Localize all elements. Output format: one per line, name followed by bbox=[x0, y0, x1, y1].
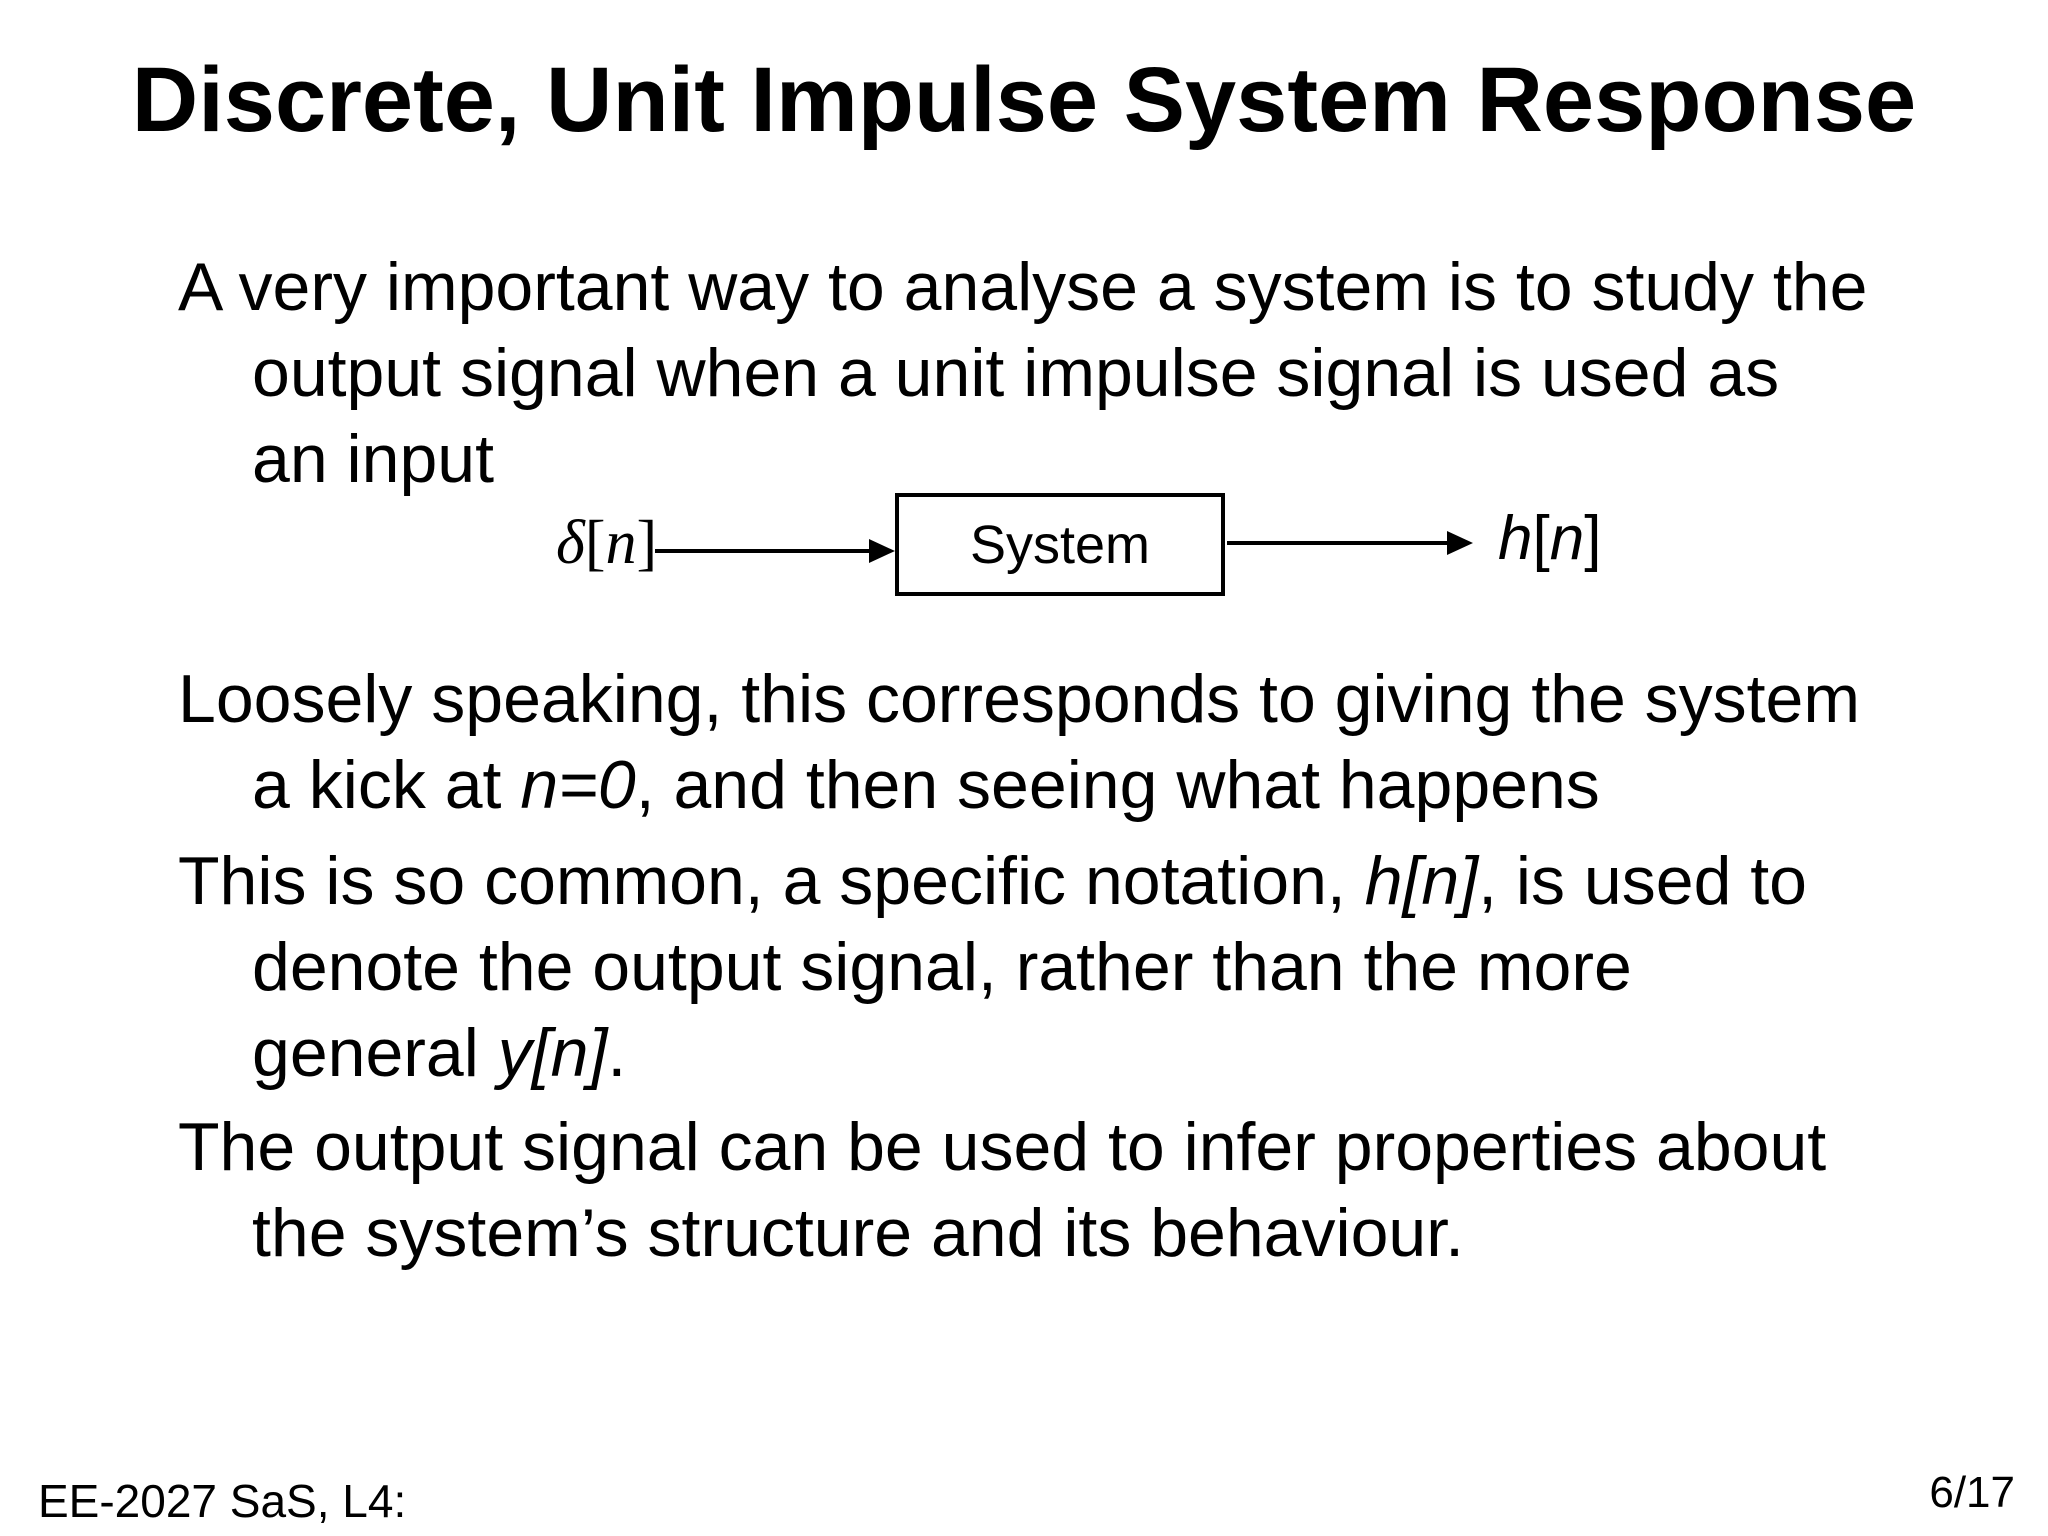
text-line: A very important way to analyse a system… bbox=[178, 244, 1867, 330]
input-arrowhead-icon bbox=[869, 539, 895, 563]
text-line: a kick at n=0, and then seeing what happ… bbox=[252, 742, 1860, 828]
text-segment: general bbox=[252, 1015, 498, 1091]
output-arrowhead-icon bbox=[1447, 531, 1473, 555]
output-arrow-line bbox=[1227, 541, 1449, 545]
text-line: an input bbox=[252, 416, 1867, 502]
footer-course-code: EE-2027 SaS, L4: bbox=[38, 1475, 407, 1527]
system-box-label: System bbox=[969, 514, 1151, 575]
paragraph-3: This is so common, a specific notation, … bbox=[178, 838, 1807, 1096]
text-line: the system’s structure and its behaviour… bbox=[252, 1190, 1826, 1276]
text-segment: a kick at bbox=[252, 747, 521, 823]
page-title: Discrete, Unit Impulse System Response bbox=[131, 49, 1917, 151]
paragraph-4: The output signal can be used to infer p… bbox=[178, 1104, 1826, 1276]
h-symbol: h bbox=[1498, 504, 1533, 573]
close-bracket: ] bbox=[636, 509, 658, 577]
open-bracket: [ bbox=[584, 509, 606, 577]
text-segment: A very important way to analyse a system… bbox=[178, 249, 1868, 325]
input-arrow-line bbox=[655, 549, 871, 553]
output-signal-label: h[n] bbox=[1498, 503, 1601, 574]
text-segment: an input bbox=[252, 421, 494, 497]
text-segment: Loosely speaking, this corresponds to gi… bbox=[178, 661, 1861, 737]
text-segment: , and then seeing what happens bbox=[635, 747, 1600, 823]
text-line: This is so common, a specific notation, … bbox=[178, 838, 1807, 924]
text-segment: This is so common, a specific notation, bbox=[178, 843, 1365, 919]
text-line: output signal when a unit impulse signal… bbox=[252, 330, 1867, 416]
text-segment: denote the output signal, rather than th… bbox=[252, 929, 1632, 1005]
n-symbol: n bbox=[605, 509, 637, 577]
close-bracket: ] bbox=[1584, 504, 1602, 573]
text-segment: , is used to bbox=[1478, 843, 1807, 919]
text-segment: the system’s structure and its behaviour… bbox=[252, 1195, 1465, 1271]
n-symbol: n bbox=[1549, 504, 1585, 573]
slide-page-number: 6/17 bbox=[1929, 1468, 2015, 1517]
text-segment: output signal when a unit impulse signal… bbox=[252, 335, 1780, 411]
paragraph-1: A very important way to analyse a system… bbox=[178, 244, 1867, 502]
open-bracket: [ bbox=[1532, 504, 1550, 573]
math-token: h[n] bbox=[1364, 843, 1479, 919]
text-line: general y[n]. bbox=[252, 1010, 1807, 1096]
text-line: denote the output signal, rather than th… bbox=[252, 924, 1807, 1010]
text-line: Loosely speaking, this corresponds to gi… bbox=[178, 656, 1860, 742]
input-signal-label: δ[n] bbox=[556, 508, 657, 579]
delta-symbol: δ bbox=[556, 509, 585, 577]
text-line: The output signal can be used to infer p… bbox=[178, 1104, 1826, 1190]
system-box: System bbox=[895, 493, 1225, 596]
text-segment: . bbox=[607, 1015, 627, 1091]
math-token: n=0 bbox=[520, 747, 636, 823]
text-segment: The output signal can be used to infer p… bbox=[178, 1109, 1827, 1185]
paragraph-2: Loosely speaking, this corresponds to gi… bbox=[178, 656, 1860, 828]
math-token: y[n] bbox=[497, 1015, 608, 1091]
